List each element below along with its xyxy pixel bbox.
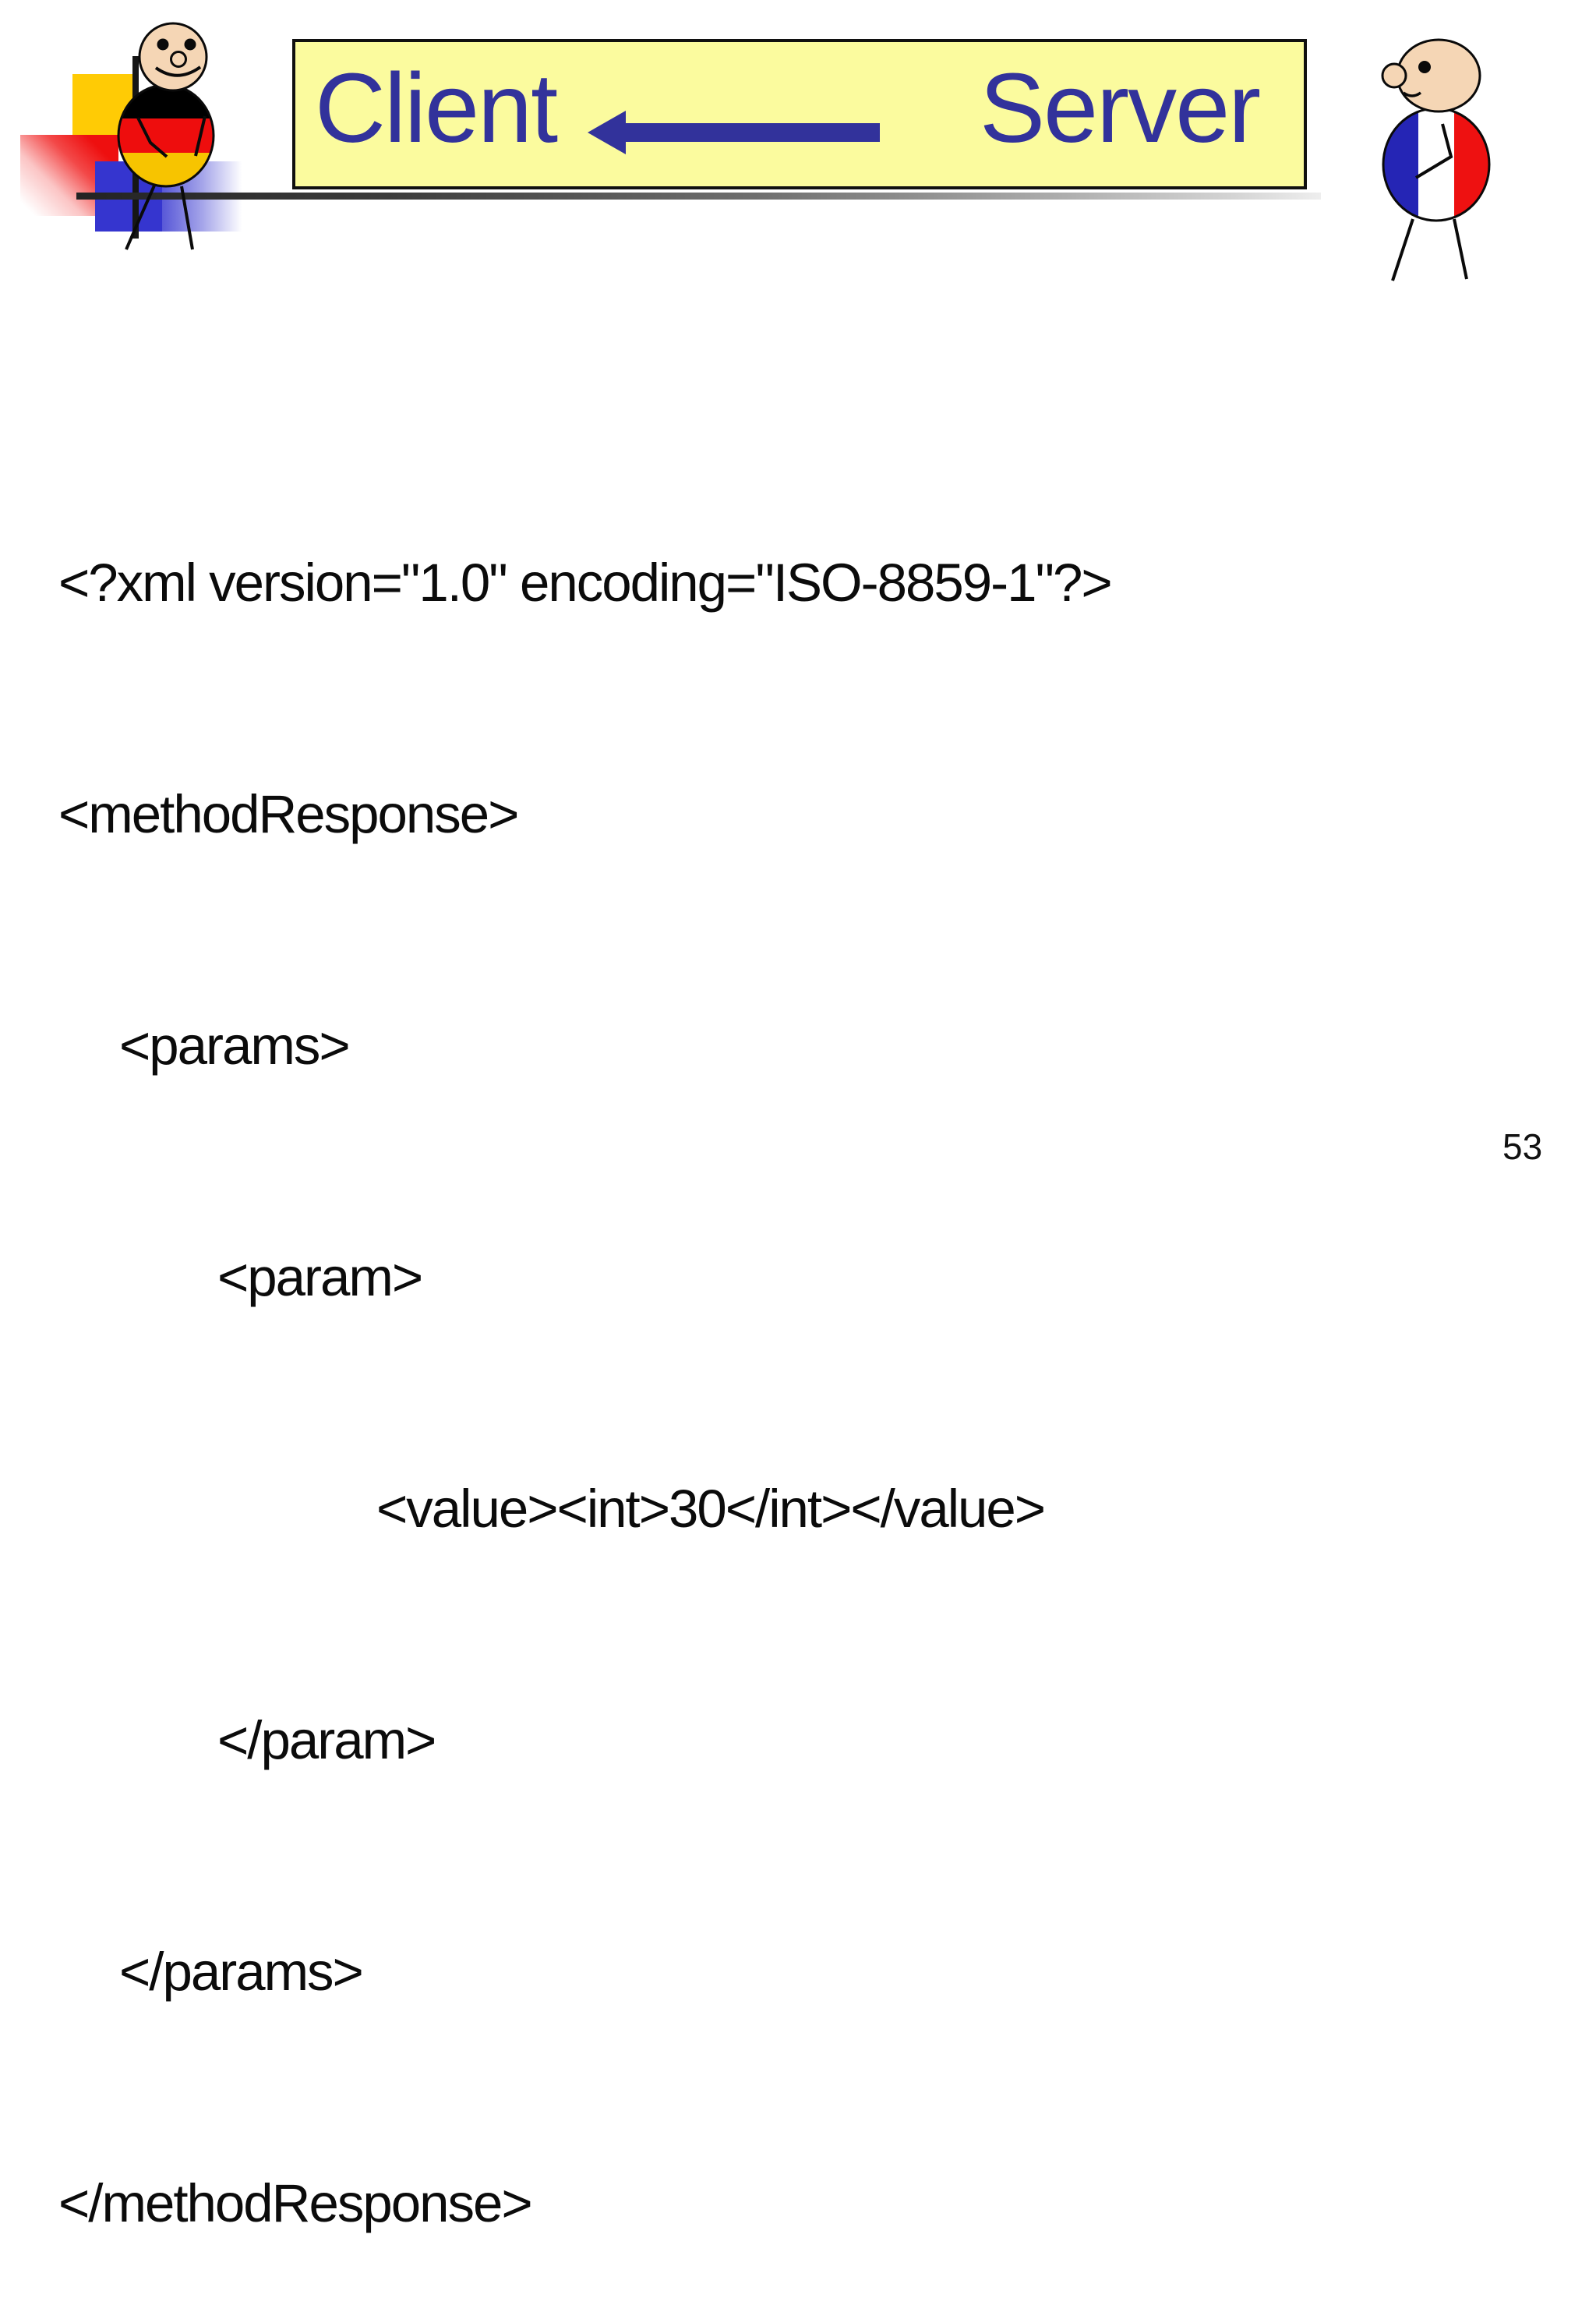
horizontal-line-decoration <box>76 193 1321 200</box>
german-stick-figure <box>117 22 215 250</box>
flag-blue-stripe <box>1383 108 1418 221</box>
code-line: <?xml version="1.0" encoding="ISO-8859-1… <box>58 553 1113 613</box>
right-leg <box>180 186 194 250</box>
nose <box>1381 62 1407 89</box>
left-eye <box>157 38 169 51</box>
code-line: <param> <box>217 1247 423 1307</box>
code-line: <methodResponse> <box>58 784 519 844</box>
head <box>1396 38 1481 113</box>
smile <box>1402 91 1422 97</box>
figure-body-german-flag <box>117 83 215 188</box>
left-leg <box>125 185 156 250</box>
smile <box>154 65 202 77</box>
nose <box>170 51 187 68</box>
left-leg <box>1391 218 1414 281</box>
client-label: Client <box>315 53 558 163</box>
xml-code-block: <?xml version="1.0" encoding="ISO-8859-1… <box>58 390 1113 2319</box>
eye <box>1418 61 1431 73</box>
slide: { "slide": { "banner": { "client_label":… <box>20 22 1543 2233</box>
figure-head <box>138 22 208 92</box>
client-server-banner: Client Server <box>292 39 1307 189</box>
figure-legs <box>1391 218 1468 281</box>
code-line: </params> <box>119 1942 364 2002</box>
code-line: <params> <box>119 1016 351 1076</box>
server-label: Server <box>980 53 1261 163</box>
left-arrow-shape <box>588 111 880 154</box>
arm <box>1414 123 1453 179</box>
figure-legs <box>125 185 194 250</box>
figure-body-french-flag <box>1382 107 1491 222</box>
code-line: <value><int>30</int></value> <box>376 1479 1046 1539</box>
page-number: 53 <box>1502 1126 1543 1167</box>
french-stick-figure <box>1381 38 1491 281</box>
left-arm <box>136 117 168 158</box>
right-eye <box>184 38 196 51</box>
left-arrow-icon <box>588 111 880 154</box>
code-line: </methodResponse> <box>58 2173 533 2233</box>
code-line: </param> <box>217 1710 436 1770</box>
right-leg <box>1453 218 1468 280</box>
right-arm <box>194 115 207 157</box>
figure-head <box>1381 38 1481 113</box>
